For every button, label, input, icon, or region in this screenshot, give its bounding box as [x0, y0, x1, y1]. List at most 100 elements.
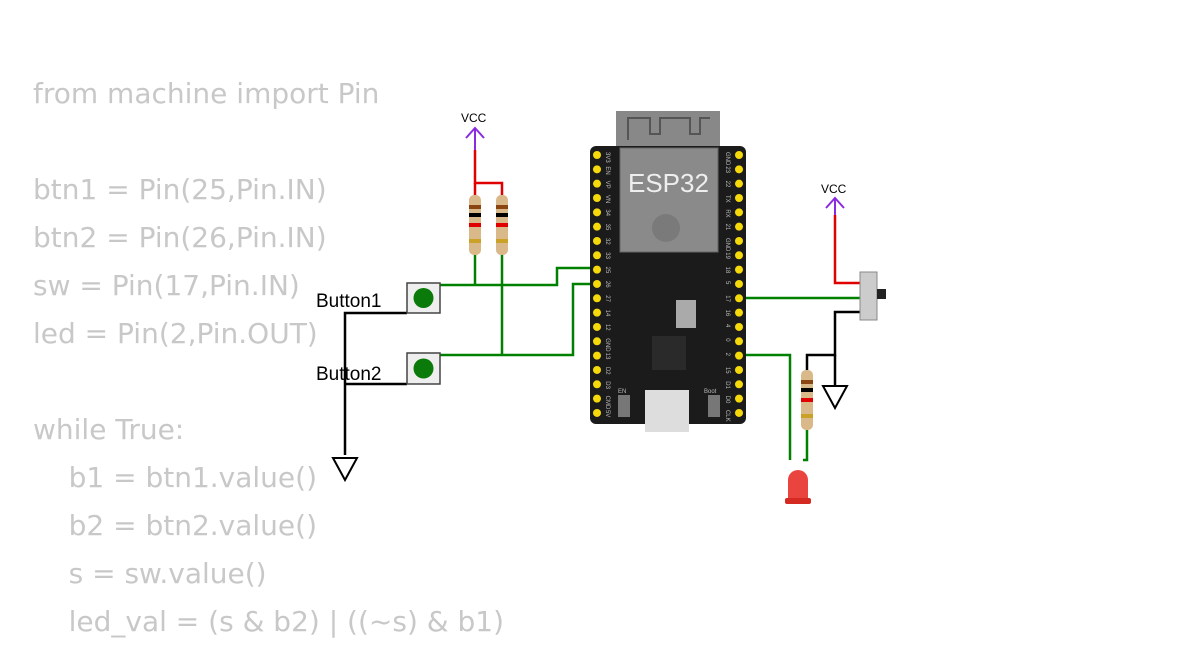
pin-label: 33: [604, 252, 610, 259]
pin-EN[interactable]: [593, 165, 601, 174]
pin-label: 35: [604, 224, 610, 231]
pin-GND[interactable]: [735, 236, 743, 245]
circuit-canvas[interactable]: VCC VCC Button1 Button2 ESP32: [0, 0, 1200, 630]
pin-label: VN: [604, 195, 610, 203]
pin-label: CLK: [724, 410, 730, 422]
pin-0[interactable]: [735, 337, 743, 346]
pin-label: D0: [724, 396, 730, 404]
pin-label: 26: [604, 281, 610, 288]
resistor-1[interactable]: [469, 195, 481, 255]
pin-label: 13: [604, 353, 610, 360]
pin-D0[interactable]: [735, 394, 743, 403]
pin-32[interactable]: [593, 236, 601, 245]
pin-label: 25: [604, 267, 610, 274]
pin-label: CMD: [604, 396, 610, 410]
pin-27[interactable]: [593, 294, 601, 303]
pin-label: 19: [724, 252, 730, 259]
ground-symbol-1: [331, 457, 359, 483]
pin-19[interactable]: [735, 251, 743, 260]
svg-text:EN: EN: [618, 389, 626, 395]
pin-label: 5: [724, 281, 730, 285]
pin-21[interactable]: [735, 222, 743, 231]
pin-label: 4: [724, 324, 730, 328]
button2[interactable]: Button2: [316, 352, 441, 385]
svg-text:Button1: Button1: [316, 291, 382, 312]
resistor-2[interactable]: [496, 195, 508, 255]
pin-RX[interactable]: [735, 208, 743, 217]
pin-2[interactable]: [735, 351, 743, 360]
slide-switch[interactable]: [859, 271, 886, 321]
pin-label: VP: [604, 181, 610, 189]
pin-label: 5V: [604, 410, 610, 417]
pin-label: TX: [724, 195, 730, 203]
pin-label: 27: [604, 295, 610, 302]
pin-label: 2: [724, 353, 730, 357]
pin-12[interactable]: [593, 322, 601, 331]
code-line: b1 = btn1.value(): [33, 461, 317, 494]
code-line: b2 = btn2.value(): [33, 509, 317, 542]
pin-label: 12: [604, 324, 610, 331]
svg-text:Boot: Boot: [704, 389, 717, 395]
pin-TX[interactable]: [735, 193, 743, 202]
code-line: btn1 = Pin(25,Pin.IN): [33, 173, 327, 206]
pin-5[interactable]: [735, 279, 743, 288]
pin-18[interactable]: [735, 265, 743, 274]
button1[interactable]: Button1: [316, 282, 441, 314]
pin-CMD[interactable]: [593, 394, 601, 403]
pin-GND[interactable]: [735, 151, 743, 159]
pin-4[interactable]: [735, 322, 743, 331]
pin-26[interactable]: [593, 279, 601, 288]
pin-label: 23: [724, 166, 730, 173]
esp32-board[interactable]: ESP32 EN Boot 3V3ENVPVN34353233252627141…: [590, 111, 746, 432]
pin-22[interactable]: [735, 179, 743, 188]
pin-label: D1: [724, 381, 730, 389]
pin-label: 22: [724, 181, 730, 188]
pin-VP[interactable]: [593, 179, 601, 188]
pin-VN[interactable]: [593, 193, 601, 202]
vcc-symbol-2: VCC: [821, 182, 847, 215]
pin-33[interactable]: [593, 251, 601, 260]
pin-D2[interactable]: [593, 365, 601, 374]
pin-13[interactable]: [593, 351, 601, 360]
code-line: from machine import Pin: [33, 77, 380, 110]
resistor-3[interactable]: [801, 370, 813, 430]
pin-5V[interactable]: [593, 408, 601, 417]
pin-label: EN: [604, 166, 610, 174]
pin-25[interactable]: [593, 265, 601, 274]
pin-23[interactable]: [735, 165, 743, 174]
ground-symbol-2: [821, 385, 849, 411]
svg-text:VCC: VCC: [821, 182, 847, 196]
pin-label: 32: [604, 238, 610, 245]
pin-label: 17: [724, 295, 730, 302]
pin-17[interactable]: [735, 294, 743, 303]
vcc-symbol-1: VCC: [461, 111, 487, 150]
pin-CLK[interactable]: [735, 408, 743, 417]
pin-label: GND: [604, 338, 610, 352]
pin-label: GND: [724, 238, 730, 252]
pin-label: 15: [724, 367, 730, 374]
pin-label: 0: [724, 338, 730, 342]
pin-34[interactable]: [593, 208, 601, 217]
pin-D1[interactable]: [735, 380, 743, 389]
pin-3V3[interactable]: [593, 151, 601, 159]
svg-text:VCC: VCC: [461, 111, 487, 125]
red-led[interactable]: [785, 470, 811, 504]
pin-label: 16: [724, 310, 730, 317]
pin-14[interactable]: [593, 308, 601, 317]
pin-label: RX: [724, 209, 730, 217]
esp32-label: ESP32: [628, 168, 709, 198]
pin-label: 34: [604, 209, 610, 216]
code-line: sw = Pin(17,Pin.IN): [33, 269, 300, 302]
pin-16[interactable]: [735, 308, 743, 317]
code-line: while True:: [33, 413, 185, 446]
pin-35[interactable]: [593, 222, 601, 231]
pin-15[interactable]: [735, 365, 743, 374]
pin-label: 18: [724, 267, 730, 274]
pin-label: GND: [724, 152, 730, 166]
pin-label: D2: [604, 367, 610, 375]
pin-GND[interactable]: [593, 337, 601, 346]
pin-label: 21: [724, 224, 730, 231]
code-line: s = sw.value(): [33, 557, 267, 590]
wires: [343, 150, 860, 462]
pin-D3[interactable]: [593, 380, 601, 389]
